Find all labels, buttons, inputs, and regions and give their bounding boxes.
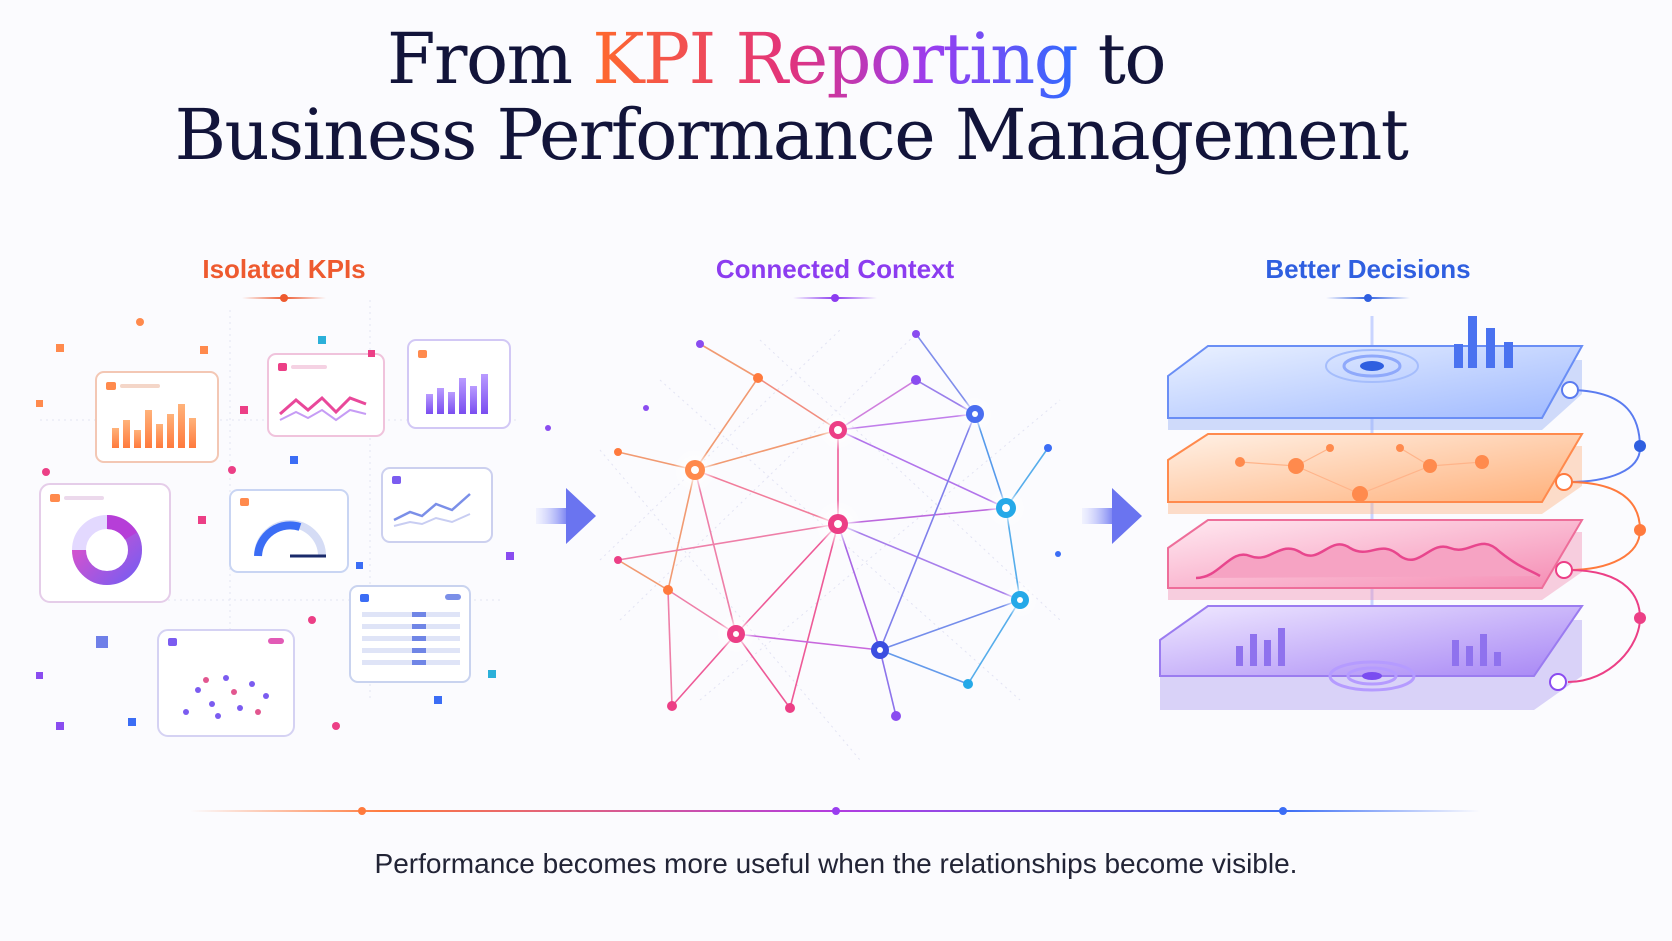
donut-chart-card [39, 483, 171, 603]
bar-chart-card [95, 371, 219, 463]
stage-label-isolated: Isolated KPIs [202, 254, 366, 284]
layer-purple [1159, 605, 1584, 710]
line-chart-card [267, 353, 385, 437]
arrow-right-icon [1082, 488, 1142, 544]
layer-orange [1167, 433, 1584, 514]
layer-blue [1167, 316, 1584, 430]
layer-pink [1167, 519, 1584, 600]
title-prefix: From [386, 18, 593, 100]
title-line-2: Business Performance Management [174, 93, 1409, 176]
caption: Performance becomes more useful when the… [374, 848, 1298, 879]
title-highlight: KPI Reporting [592, 18, 1078, 100]
stage-label-connected: Connected Context [715, 254, 955, 284]
stage-rule-better [1326, 294, 1410, 302]
title-suffix: to [1077, 18, 1167, 100]
purple-bar-card [407, 339, 511, 429]
stage-rule-isolated [242, 294, 326, 302]
trend-card [381, 467, 493, 543]
bottom-divider [190, 807, 1480, 815]
gauge-card [229, 489, 349, 573]
table-card [349, 585, 471, 683]
stage-label-better: Better Decisions [1265, 254, 1471, 284]
title-line-1: From KPI Reporting to [0, 21, 1672, 98]
stage-rule-connected [793, 294, 877, 302]
scatter-card [157, 629, 295, 737]
network-graph [599, 329, 1061, 761]
arrow-right-icon [536, 488, 596, 544]
stacked-layers [1159, 316, 1646, 710]
page-title: From KPI Reporting to Business Performan… [0, 21, 1672, 176]
isolated-kpis-group [36, 300, 551, 737]
